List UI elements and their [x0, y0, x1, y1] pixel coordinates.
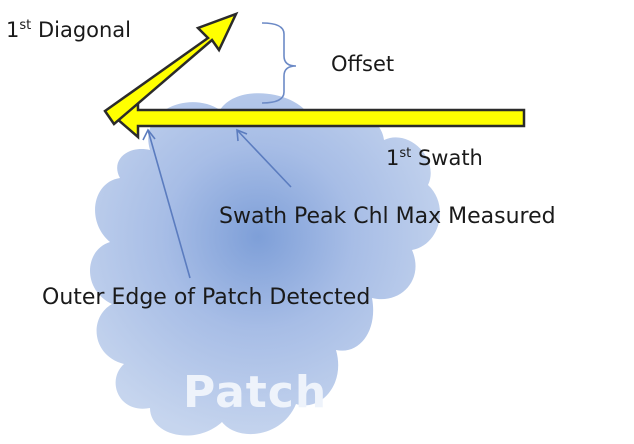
diagonal-label: 1st Diagonal [6, 17, 132, 42]
offset-label: Offset [331, 52, 395, 76]
peak-leader [236, 128, 292, 188]
diagonal-arrow [103, 11, 239, 126]
swath-arrow [114, 96, 526, 140]
swath-label: 1st Swath [386, 145, 483, 170]
patch-blob [90, 93, 440, 436]
edge-leader [142, 128, 191, 279]
peak-label: Swath Peak Chl Max Measured [219, 204, 556, 229]
edge-label: Outer Edge of Patch Detected [42, 285, 371, 310]
offset-bracket [261, 22, 297, 104]
patch-label: Patch [183, 367, 328, 418]
